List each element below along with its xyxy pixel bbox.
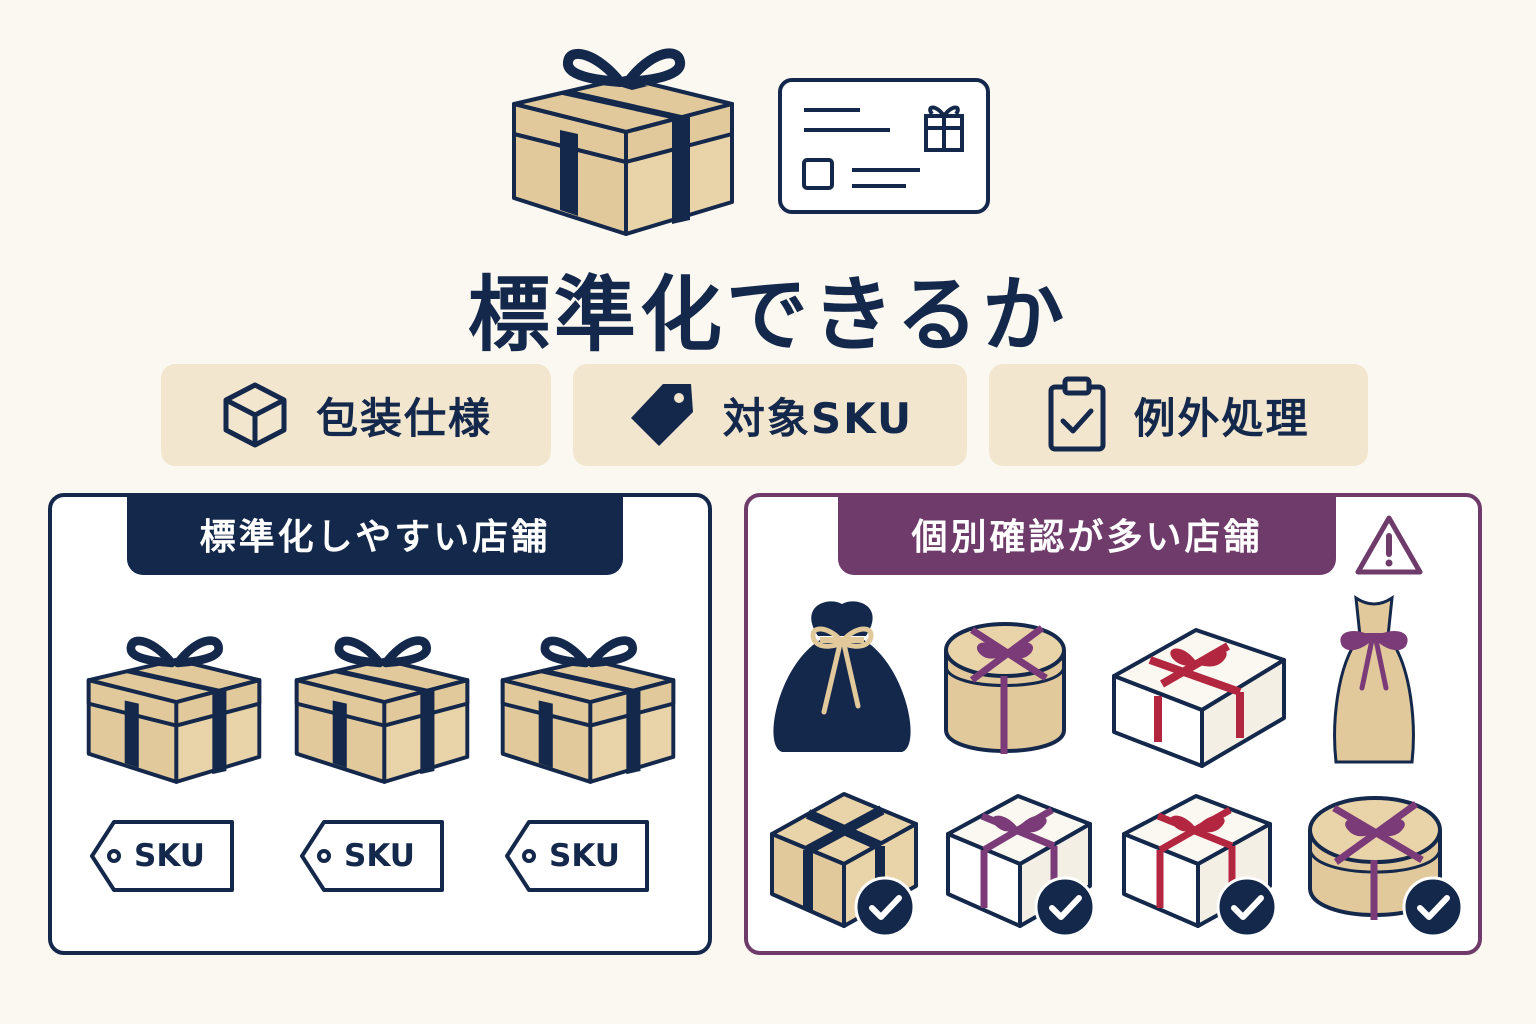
hero-gift-box-icon	[512, 48, 734, 236]
pill-target-sku: 対象SKU	[573, 364, 967, 466]
wrapped-bottle-icon	[1333, 594, 1415, 764]
sku-label: SKU	[134, 838, 205, 874]
sku-tag: SKU	[300, 820, 446, 892]
gift-box-icon	[292, 622, 472, 790]
pill-label: 包装仕様	[315, 393, 492, 443]
sku-tag-outline	[90, 820, 234, 892]
pill-label: 対象SKU	[722, 393, 914, 443]
white-gift-box-red-ribbon-icon	[1112, 628, 1286, 768]
standardizable-stores-header: 標準化しやすい店舗	[127, 493, 623, 575]
page-title: 標準化できるか	[467, 268, 1069, 363]
gift-card-icon	[778, 78, 990, 214]
individual-check-stores-header: 個別確認が多い店舗	[838, 493, 1336, 575]
checkmark-badge-icon	[1402, 876, 1464, 938]
warning-triangle-icon	[1355, 515, 1423, 575]
sku-tag-outline	[300, 820, 444, 892]
gift-bag-icon	[773, 601, 911, 752]
gift-box-icon	[498, 622, 678, 790]
checkmark-badge-icon	[854, 876, 916, 938]
sku-tag: SKU	[505, 820, 651, 892]
checkmark-badge-icon	[1216, 876, 1278, 938]
clipboard-check-icon	[1048, 376, 1106, 452]
pill-exception-handling: 例外処理	[989, 364, 1368, 466]
cube-outline-icon	[223, 382, 287, 448]
pill-label: 例外処理	[1133, 393, 1310, 443]
sku-label: SKU	[549, 838, 620, 874]
sku-label: SKU	[344, 838, 415, 874]
price-tag-icon	[630, 384, 693, 446]
white-gift-box-red-ribbon-icon	[1122, 794, 1272, 928]
round-hatbox-icon	[944, 622, 1066, 754]
gift-box-icon	[84, 622, 264, 790]
sku-tag-outline	[505, 820, 649, 892]
pill-packaging-spec: 包装仕様	[161, 364, 551, 466]
checkmark-badge-icon	[1034, 876, 1096, 938]
sku-tag: SKU	[90, 820, 236, 892]
